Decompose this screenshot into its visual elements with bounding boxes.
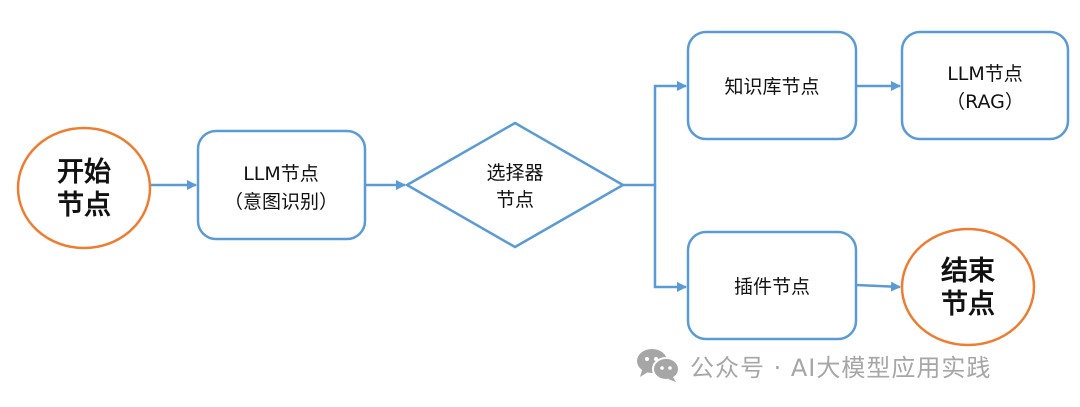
edge-plugin-to-end [855,281,901,292]
end-node-label-line2: 节点 [941,289,995,320]
llm-rag-node-shape [900,30,1070,141]
wechat-icon [637,349,680,382]
llm-rag-node-label-line1: LLM节点 [947,63,1023,85]
edges [151,81,901,292]
start-node-shape [16,126,152,250]
start-node[interactable]: 开始 节点 [16,126,152,250]
llm-intent-node[interactable]: LLM节点 （意图识别） [196,129,367,241]
selector-node-label-line2: 节点 [496,189,534,211]
plugin-node[interactable]: 插件节点 [686,230,858,341]
llm-intent-node-shape [196,129,367,241]
selector-node-shape [404,121,626,249]
knowledge-node[interactable]: 知识库节点 [686,30,858,141]
plugin-node-shape [686,230,858,341]
llm-rag-node-label-line2: （RAG） [946,91,1024,113]
plugin-node-label: 插件节点 [734,276,810,298]
llm-intent-node-label-line1: LLM节点 [243,163,319,185]
llm-rag-node[interactable]: LLM节点 （RAG） [900,30,1070,141]
watermark-text: 公众号 · AI大模型应用实践 [690,353,992,382]
end-node-label-line1: 结束 [941,256,995,287]
edge-selector-to-knowledge [623,81,687,187]
edge-selector-to-plugin [653,185,687,292]
watermark: 公众号 · AI大模型应用实践 [636,347,991,383]
selector-node-label-line1: 选择器 [486,162,543,184]
end-node[interactable]: 结束 节点 [900,227,1036,347]
selector-node[interactable]: 选择器 节点 [404,121,626,249]
start-node-label-line1: 开始 [57,156,111,188]
knowledge-node-label: 知识库节点 [724,76,819,98]
llm-intent-node-label-line2: （意图识别） [224,191,338,213]
knowledge-node-shape [686,30,858,141]
end-node-shape [900,227,1036,347]
start-node-label-line2: 节点 [57,190,111,221]
